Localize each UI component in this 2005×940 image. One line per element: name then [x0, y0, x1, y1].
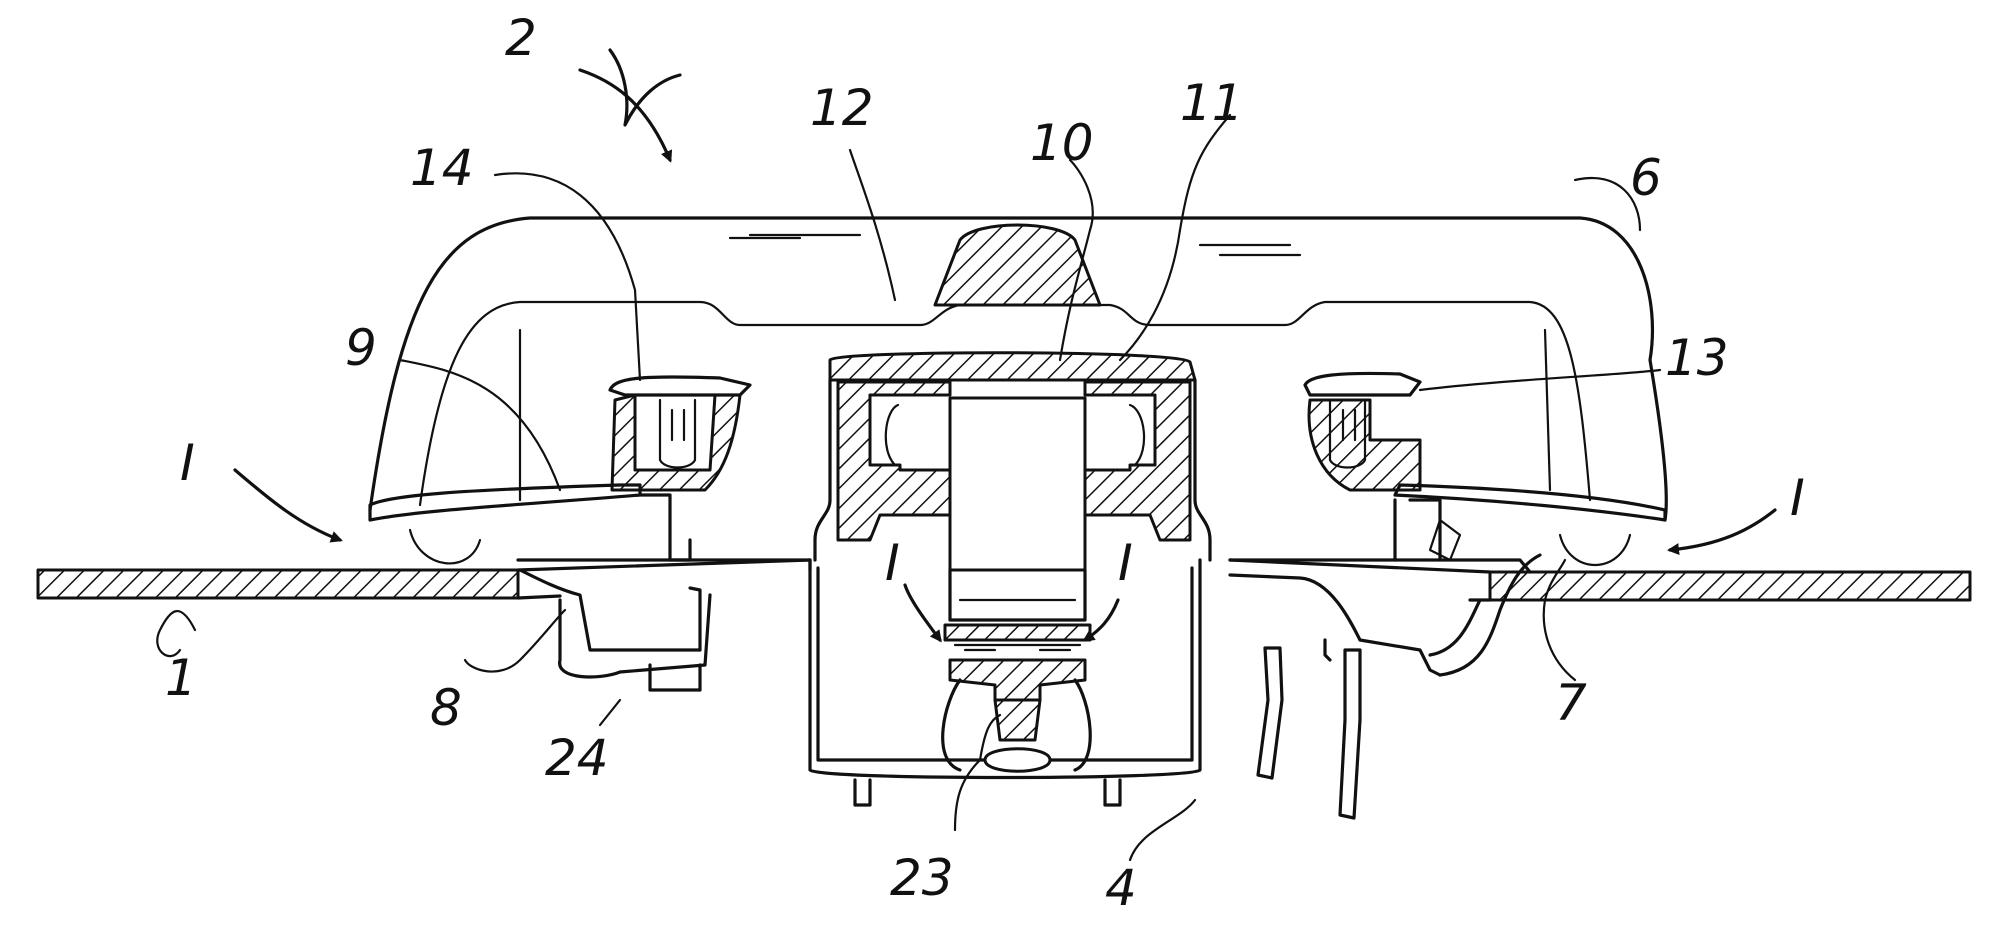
contact-assembly-23 [943, 625, 1091, 771]
label-11: 11 [1180, 74, 1244, 132]
flow-label-inner-left: I [885, 534, 900, 592]
label-13: 13 [1665, 329, 1729, 387]
label-10: 10 [1030, 114, 1094, 172]
flow-label-right: I [1790, 469, 1805, 527]
label-1: 1 [165, 649, 197, 707]
label-2: 2 [505, 9, 537, 67]
label-9: 9 [345, 319, 377, 377]
flow-label-inner-right: I [1118, 534, 1133, 592]
label-4: 4 [1105, 859, 1137, 917]
label-8: 8 [430, 679, 462, 737]
top-nut [935, 225, 1100, 305]
flow-label-left: I [180, 434, 195, 492]
label-6: 6 [1630, 149, 1662, 207]
central-housing [815, 353, 1210, 570]
left-lamp-holder [610, 377, 750, 560]
label-24: 24 [545, 729, 609, 787]
right-lamp-holder [1305, 373, 1460, 560]
label-23: 23 [890, 849, 954, 907]
label-7: 7 [1555, 674, 1587, 732]
left-bracket [518, 560, 810, 690]
label-12: 12 [810, 79, 874, 137]
label-14: 14 [410, 139, 474, 197]
